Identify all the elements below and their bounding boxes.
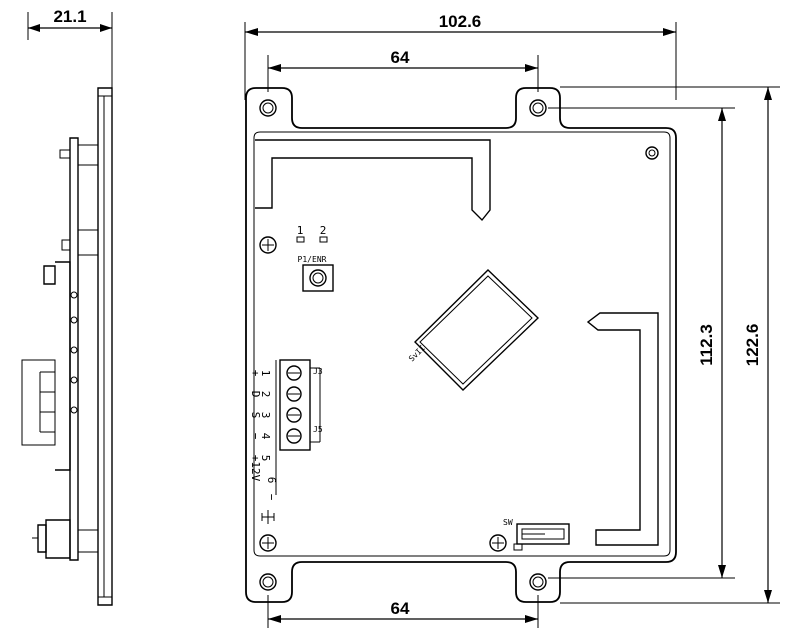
- side-switch: [32, 519, 99, 559]
- side-view: 21.1: [21, 7, 113, 606]
- pin-number-5: 5: [259, 455, 272, 462]
- top-view: 102.6 64 64 112.3: [244, 12, 780, 628]
- enclosure-outline: [245, 87, 677, 603]
- pin-signal-4: −: [249, 433, 262, 440]
- overall-width-label: 102.6: [439, 12, 482, 31]
- overall-height-label: 122.6: [743, 324, 762, 367]
- terminal-block: J3 J5: [275, 359, 323, 495]
- pin-number-3: 3: [259, 412, 272, 419]
- mounting-hole-top-left: [259, 99, 277, 117]
- led-2: 2: [319, 224, 328, 243]
- pin-signal-5: +12V: [249, 455, 262, 482]
- jumper-a-label: J3: [313, 367, 323, 376]
- terminal-screw-4: [286, 428, 302, 444]
- bottom-hole-spacing-label: 64: [391, 599, 410, 618]
- terminal-screw-1: [286, 365, 302, 381]
- side-pcb: [59, 137, 99, 561]
- antenna-trace-right: [586, 312, 659, 546]
- pin-signal-1: +: [249, 370, 262, 377]
- side-connector: [21, 261, 78, 471]
- pin-number-2: 2: [259, 391, 272, 398]
- pin-number-4: 4: [259, 433, 272, 440]
- enroll-button-label: P1/ENR: [298, 255, 327, 264]
- pin-signal-2: D: [249, 391, 262, 398]
- overall-width-dimension: 102.6: [244, 12, 677, 100]
- screw-lower-left: [259, 534, 277, 552]
- terminal-screw-2: [286, 386, 302, 402]
- mounting-hole-bottom-left: [259, 573, 277, 591]
- hole-height-label: 112.3: [697, 324, 716, 366]
- pcb-outline: [253, 131, 671, 557]
- pin-signal-6: −: [265, 494, 278, 501]
- side-depth-label: 21.1: [53, 7, 86, 26]
- screw-bottom-middle: [489, 534, 507, 552]
- enroll-button: P1/ENR: [298, 255, 334, 292]
- switch-label: SW: [503, 518, 513, 527]
- hole-height-dimension: 112.3: [548, 107, 735, 579]
- terminal-screw-3: [286, 407, 302, 423]
- pin-signal-3: S: [249, 412, 262, 419]
- top-hole-spacing-label: 64: [391, 48, 410, 67]
- pin-number-6: 6: [265, 477, 278, 484]
- fiducial-hole: [645, 146, 659, 160]
- led-1: 1: [296, 224, 305, 243]
- led-2-label: 2: [320, 224, 327, 237]
- antenna-trace-top: [255, 139, 491, 222]
- chip-module: SvII: [407, 269, 540, 391]
- bottom-hole-spacing-dimension: 64: [267, 595, 539, 628]
- top-hole-spacing-dimension: 64: [267, 48, 539, 92]
- side-depth-dimension: 21.1: [27, 7, 113, 95]
- jumper-b-label: J5: [313, 425, 323, 434]
- ground-icon: [261, 510, 275, 524]
- side-base-plate: [97, 87, 113, 606]
- tamper-switch: SW: [503, 518, 570, 551]
- terminal-pin-labels: 1 + 2 D 3 S 4 − 5 +12V 6 −: [249, 370, 278, 524]
- pin-number-1: 1: [259, 370, 272, 377]
- overall-height-dimension: 122.6: [560, 86, 780, 604]
- screw-upper-left: [259, 236, 277, 254]
- led-1-label: 1: [297, 224, 304, 237]
- mounting-hole-top-right: [529, 99, 547, 117]
- mounting-hole-bottom-right: [529, 573, 547, 591]
